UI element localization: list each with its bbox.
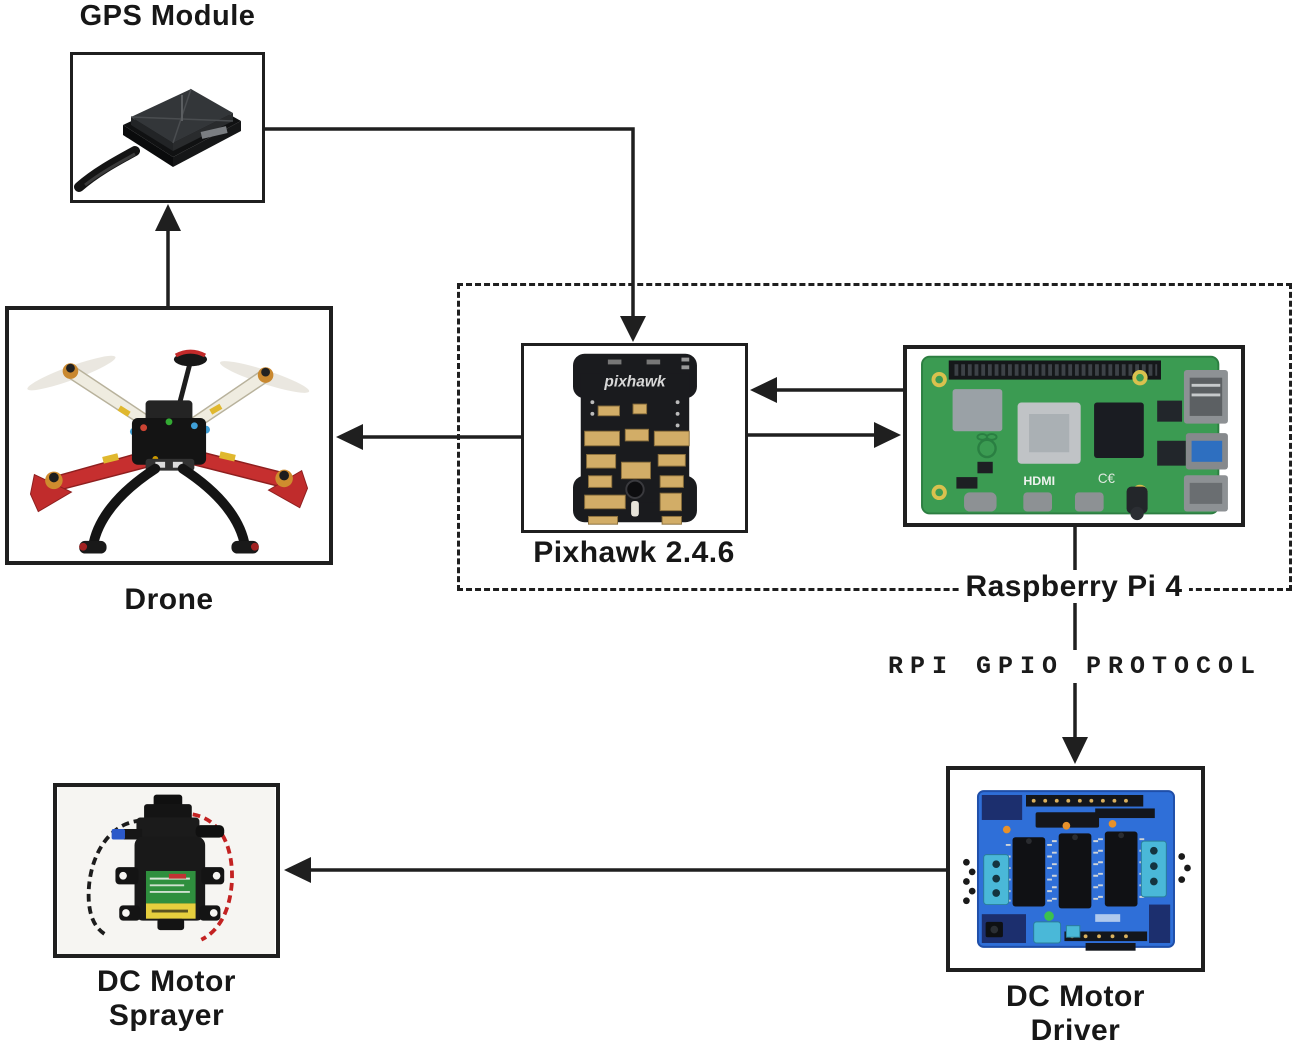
rpi-gpio-protocol-label: RPI GPIO PROTOCOL	[855, 650, 1295, 683]
pixhawk-photo: pixhawk	[573, 353, 697, 525]
drone-label: Drone	[124, 583, 214, 616]
gps-module-box	[70, 52, 265, 203]
rpi-gpio-protocol-text: RPI GPIO PROTOCOL	[879, 650, 1271, 683]
arrowhead-into-driver	[1062, 737, 1088, 764]
pixhawk-label: Pixhawk 2.4.6	[533, 536, 735, 569]
dc-motor-driver-box	[946, 766, 1205, 972]
dc-motor-sprayer-label: DC Motor Sprayer	[97, 965, 236, 1032]
arrowhead-into-gps	[155, 204, 181, 231]
arrowhead-into-drone	[336, 424, 363, 450]
raspberry-pi-photo: HDMI C€	[921, 355, 1228, 521]
gps-module-label: GPS Module	[79, 0, 256, 32]
arrowhead-into-sprayer	[284, 857, 311, 883]
drone-box	[5, 306, 333, 565]
svg-text:pixhawk: pixhawk	[603, 374, 666, 391]
drone-photo	[27, 349, 310, 554]
pixhawk-box: pixhawk	[521, 343, 748, 533]
raspberry-pi-label: Raspberry Pi 4	[924, 536, 1224, 603]
dc-motor-sprayer-photo	[58, 787, 275, 954]
dc-motor-driver-photo	[963, 790, 1191, 951]
rpi-hdmi-text: HDMI	[1023, 474, 1055, 488]
gps-module-photo	[74, 88, 241, 192]
svg-text:C€: C€	[1098, 471, 1116, 486]
dc-motor-driver-label: DC Motor Driver	[1006, 980, 1145, 1043]
raspberry-pi-box: HDMI C€	[903, 345, 1245, 527]
dc-motor-sprayer-box	[53, 783, 280, 958]
raspberry-pi-label-text: Raspberry Pi 4	[959, 569, 1189, 603]
